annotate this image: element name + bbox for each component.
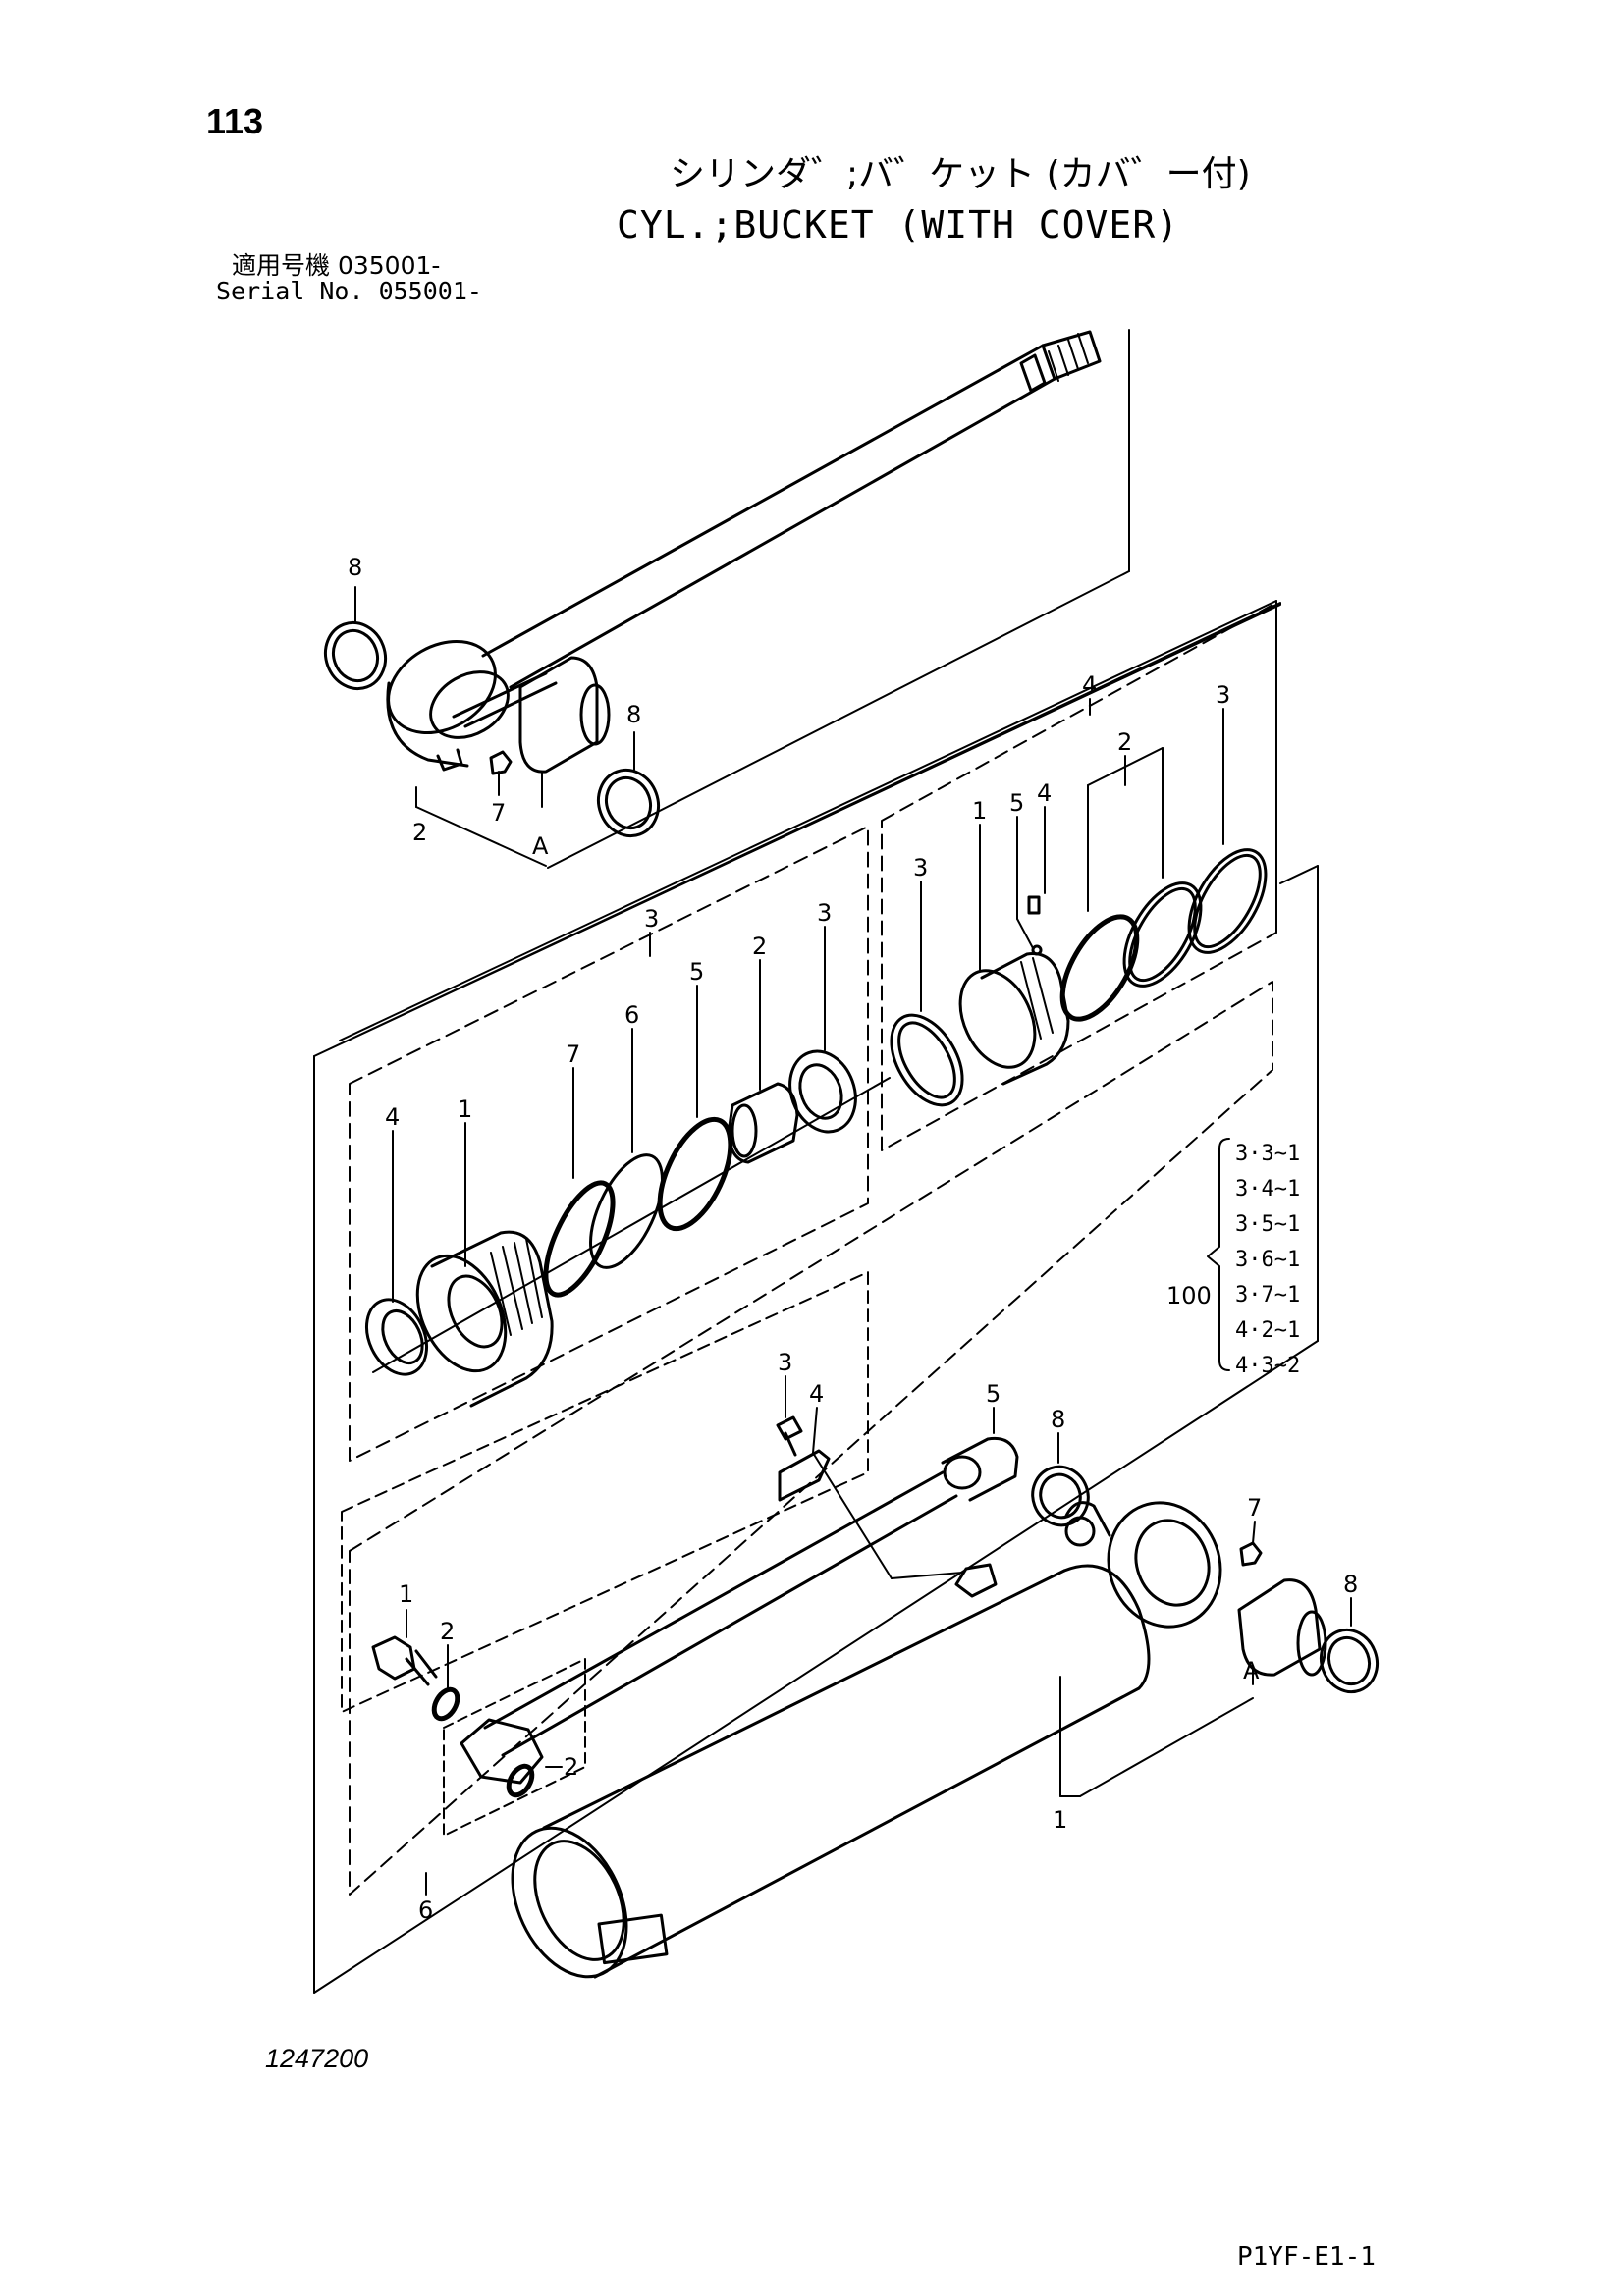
head-part-2-bushing <box>727 1082 799 1164</box>
tube-grease-fitting <box>1239 1541 1263 1567</box>
seal-kit-number: 100 <box>1166 1282 1212 1309</box>
piston-rod <box>386 330 1102 774</box>
seal-kit-item: 4·2~1 <box>1235 1318 1301 1343</box>
seal-kit-item: 3·7~1 <box>1235 1283 1301 1308</box>
callout-head-3: 3 <box>817 899 832 927</box>
callout-head-4: 4 <box>385 1103 400 1131</box>
rod-eye-seal-right <box>597 768 660 838</box>
tube-part-2-oring-b <box>506 1763 535 1798</box>
title-japanese: シリンダ゛;バ゛ケット (カバ゛ー付) <box>670 154 1251 194</box>
callout-piston-2: 2 <box>1117 728 1132 756</box>
callout-rod-eye: 2 <box>412 819 427 846</box>
callout-piston-5: 5 <box>1009 789 1024 817</box>
pipe-clamp-box <box>443 1658 586 1837</box>
callout-rod-seal-right: 8 <box>626 701 641 728</box>
callout-piston-3-left: 3 <box>913 854 928 881</box>
piston-part-5-ball <box>1031 944 1043 956</box>
head-part-4-seal <box>365 1298 428 1376</box>
serial-label-english: Serial No. 055001- <box>216 277 482 305</box>
head-part-6-ring <box>589 1153 664 1269</box>
callout-tube-bushing: A <box>1243 1657 1260 1684</box>
callout-tube-5: 5 <box>986 1380 1001 1408</box>
seal-kit-item: 4·3~2 <box>1235 1354 1301 1378</box>
title-english: CYL.;BUCKET (WITH COVER) <box>617 203 1180 246</box>
sheet-code: P1YF-E1-1 <box>1237 2242 1376 2271</box>
tube-group-box <box>349 981 1273 1896</box>
tube-part-1-fitting <box>371 1635 438 1686</box>
callout-head-group: 3 <box>644 905 659 933</box>
tube-part-4-clamp <box>778 1449 831 1502</box>
head-part-1-body <box>415 1230 554 1408</box>
pipe-group-box <box>341 1271 869 1713</box>
piston-part-2-ring <box>1122 881 1203 988</box>
callout-tube-2b: 2 <box>564 1753 578 1781</box>
callout-head-7: 7 <box>566 1041 580 1068</box>
callout-labels: 8 8 7 2 A 3 4 1 7 6 5 2 3 4 3 2 4 5 1 3 … <box>348 554 1358 1924</box>
rod-grease-fitting <box>489 750 513 775</box>
callout-piston-4: 4 <box>1037 779 1052 807</box>
piston-part-3-ring-right <box>1187 848 1268 954</box>
callout-tube-1: 1 <box>399 1580 413 1608</box>
rod-eye-seal-left <box>324 620 387 691</box>
tube-part-2-oring-a <box>431 1686 460 1722</box>
seal-kit-item: 3·6~1 <box>1235 1248 1301 1272</box>
callout-piston-group: 4 <box>1082 671 1097 699</box>
callout-tube-3: 3 <box>778 1349 792 1376</box>
tube-part-3-bolt <box>776 1415 803 1457</box>
serial-label-japanese: 適用号機 035001- <box>232 251 441 280</box>
tube-seal-right <box>1320 1628 1379 1694</box>
cylinder-pipe <box>460 1436 1019 1785</box>
seal-kit-items: 3·3~1 3·4~1 3·5~1 3·6~1 3·7~1 4·2~1 4·3~… <box>1235 1137 1300 1384</box>
callout-head-2: 2 <box>752 933 767 960</box>
piston-part-3-ring <box>890 1013 964 1107</box>
callout-piston-3-right: 3 <box>1216 681 1230 709</box>
seal-kit-item: 3·3~1 <box>1235 1142 1301 1166</box>
callout-rod-grease-fitting: 7 <box>491 799 506 827</box>
callout-tube-6: 6 <box>418 1896 433 1924</box>
piston-part-4-setscrew <box>1027 895 1041 915</box>
page-number: 113 <box>206 101 264 141</box>
callout-rod-bushing: A <box>532 832 549 860</box>
callout-head-1: 1 <box>458 1095 472 1123</box>
callout-head-6: 6 <box>624 1001 639 1029</box>
callout-tube-seal-left: 8 <box>1051 1406 1065 1433</box>
drawing-number: 1247200 <box>265 2044 369 2073</box>
callout-tube-grease-fitting: 7 <box>1247 1494 1262 1522</box>
piston-part-1-body <box>958 952 1070 1086</box>
tube-seal-left <box>1031 1465 1090 1527</box>
callout-piston-1: 1 <box>972 797 987 825</box>
cylinder-tube <box>511 1501 1327 1979</box>
seal-kit-item: 3·4~1 <box>1235 1177 1301 1201</box>
head-part-3-wiper <box>788 1049 857 1134</box>
callout-tube-2a: 2 <box>440 1618 455 1645</box>
callout-tube-main: 1 <box>1053 1806 1067 1834</box>
rod-assembly-outline <box>313 600 1281 1994</box>
callout-tube-seal-right: 8 <box>1343 1571 1358 1598</box>
head-group-box <box>349 826 869 1462</box>
cylinder-assembly-outline <box>313 865 1319 1994</box>
head-part-5-oring <box>657 1116 733 1232</box>
callout-head-5: 5 <box>689 958 704 986</box>
seal-kit-item: 3·5~1 <box>1235 1212 1301 1237</box>
piston-part-2-oring <box>1059 914 1140 1022</box>
callout-rod-seal-left: 8 <box>348 554 362 581</box>
callout-tube-4: 4 <box>809 1380 824 1408</box>
head-part-7-oring <box>543 1180 616 1298</box>
